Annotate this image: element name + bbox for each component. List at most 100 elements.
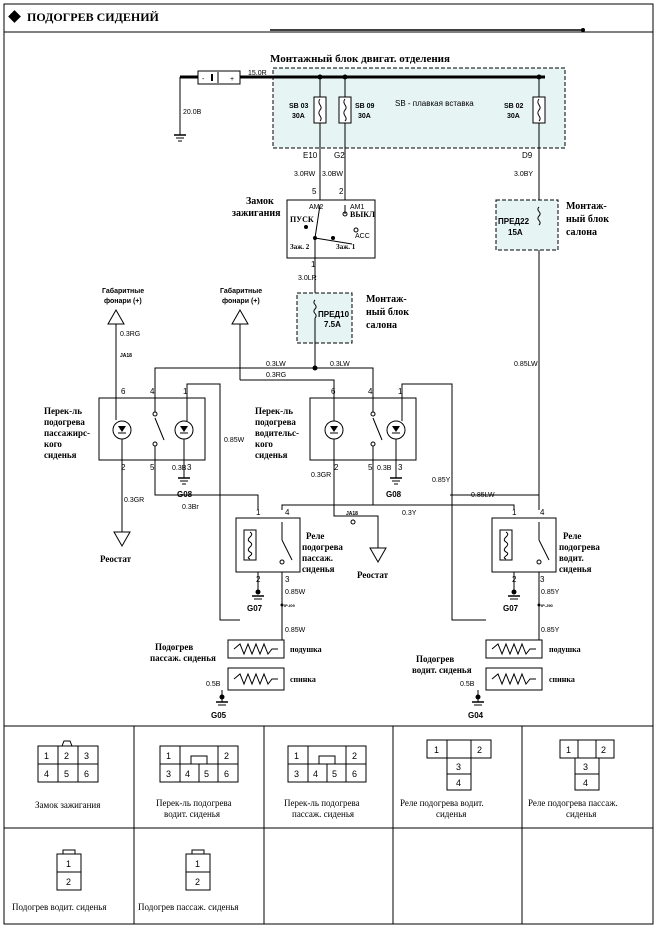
svg-text:3: 3 [583,762,588,772]
svg-text:кого: кого [44,439,62,449]
svg-text:1: 1 [166,751,171,761]
cabin-box-label: Монтаж- [366,294,407,305]
ground-label: G07 [247,604,263,613]
fuse-sb02-rating: 30A [507,113,520,120]
ground-icon [472,694,484,706]
pin-label: 4 [285,508,290,517]
page-title: ПОДОГРЕВ СИДЕНИЙ [27,10,160,24]
pin-label: 5 [312,187,317,196]
wire-label: 0.3Y [402,510,417,517]
svg-text:2: 2 [477,745,482,755]
wire-03lw-bus [154,367,374,398]
pass-relay-label: пассаж. [302,553,333,563]
parking-lights-label: фонари (+) [222,298,260,305]
wire-label: 0.3GR [124,497,144,504]
svg-text:3: 3 [294,769,299,779]
ignition-terminal [304,225,308,229]
parking-lights-label: Габаритные [220,287,262,295]
svg-text:2: 2 [224,751,229,761]
svg-text:1: 1 [195,859,200,869]
switch-contact-icon [370,398,383,460]
arrow-down-icon [369,547,387,564]
junction-dot [312,365,318,371]
ignition-am1: AM1 [350,204,365,211]
wire-label: 0.85W [224,437,245,444]
svg-text:водительс-: водительс- [255,428,299,438]
relay-coil-icon [499,529,513,561]
ground-icon [216,694,228,706]
ignition-label: Замок [246,196,274,207]
ignition-wiper [314,237,353,245]
pin-label: 4 [368,387,373,396]
connector-drv-relay: 1 2 3 4 [426,739,492,791]
svg-text:3: 3 [456,762,461,772]
ground-icon [174,134,186,142]
fuse-sb03-rating: 30A [292,113,305,120]
pin-label: 3 [187,463,192,472]
drv-relay-label: водит. [559,553,584,563]
ignition-terminal [342,211,348,217]
drv-cushion-heater [485,639,543,659]
wire-label: 0.85W [285,627,306,634]
wire-label: 3.0BW [322,171,343,178]
ignition-ign1: Заж. 1 [336,243,356,251]
junction-dot [342,74,348,80]
svg-text:1: 1 [434,745,439,755]
pin-label: 5 [368,463,373,472]
svg-text:4: 4 [583,778,588,788]
connector-name: пассаж. сиденья [292,809,354,819]
ignition-terminal [353,227,359,233]
outer-frame [3,3,654,925]
svg-text:Подогрев: Подогрев [155,642,193,652]
pin-label: D9 [522,151,533,160]
fuse-legend: SB - плавкая вставка [395,99,474,108]
svg-text:2: 2 [352,751,357,761]
svg-text:4: 4 [44,769,49,779]
fuse-sb09-rating: 30A [358,113,371,120]
fuse-icon [537,206,541,226]
connector-label: IP-I09 [284,603,295,608]
wire-label: 0.85W [285,589,306,596]
arrow-up-icon [231,308,249,325]
fuse-icon [532,96,546,124]
parking-lights-label: фонари (+) [104,298,142,305]
relay-switch-icon [279,522,293,565]
drv-backrest-heater [485,667,543,691]
pin-label: 4 [540,508,545,517]
svg-text:пассажирс-: пассажирс- [44,428,90,438]
svg-text:1: 1 [44,751,49,761]
heater-element-icon [491,642,536,656]
wire-085w-a [186,383,240,621]
pin-label: 1 [311,260,316,269]
svg-text:сиденья: сиденья [44,450,77,460]
rheostat-label: Реостат [100,554,132,564]
drv-relay-label: сиденья [559,564,592,574]
wire-label: 0.3B [377,465,392,472]
drv-relay-label: Реле [563,531,581,541]
connector-pin [280,603,284,607]
connector-name: Замок зажигания [35,800,100,810]
svg-text:3: 3 [166,769,171,779]
connector-name: Перек-ль подогрева [156,798,232,808]
svg-text:5: 5 [332,769,337,779]
connector-pin [537,603,541,607]
svg-text:2: 2 [195,877,200,887]
battery-minus: - [202,76,205,83]
cabin-box-label: ный блок [366,307,409,318]
fuse-sb02-name: SB 02 [504,103,524,110]
wire-03rg-b [240,379,335,398]
pin-label: 3 [285,575,290,584]
wire-label: 0.3LW [266,361,286,368]
cabin-box-label: салона [566,227,597,238]
fuse-sb03-name: SB 03 [289,103,309,110]
ignition-terminal [331,236,335,240]
cabin-box-label: салона [366,320,397,331]
svg-text:6: 6 [352,769,357,779]
svg-text:1: 1 [66,859,71,869]
pin-label: 2 [121,463,126,472]
arrow-up-icon [107,308,125,325]
connector-name: Реле подогрева водит. [400,798,484,808]
wire-label: 0.5B [460,681,475,688]
ignition-ign2: Заж. 2 [290,243,310,251]
diamond-icon [8,10,21,23]
